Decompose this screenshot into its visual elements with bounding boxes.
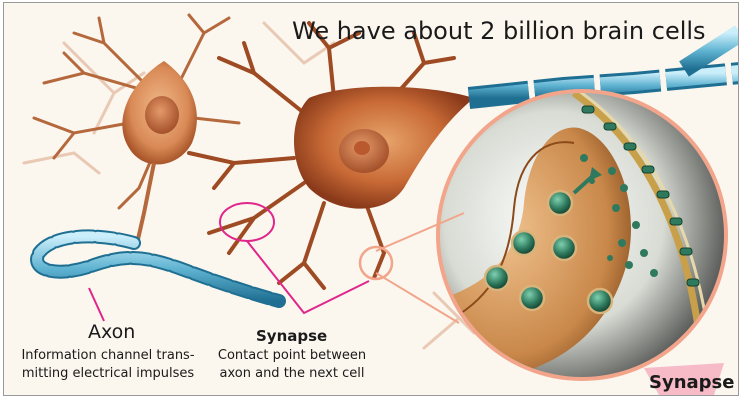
axon-label: Axon (88, 321, 135, 343)
figure-title: We have about 2 billion brain cells (292, 17, 706, 45)
axon-description: Information channel trans- mitting elect… (8, 347, 208, 383)
figure-frame: We have about 2 billion brain cells Axon… (3, 2, 739, 396)
left-neuron-body (122, 61, 197, 164)
synapse-callout-label: Synapse (256, 327, 327, 345)
axon-callout-line (89, 288, 104, 321)
magnified-synapse-label: Synapse (649, 372, 734, 393)
synapse-magnifier (424, 89, 728, 395)
myelinated-axon (37, 236, 279, 301)
synapse-callout-description: Contact point between axon and the next … (212, 347, 372, 383)
